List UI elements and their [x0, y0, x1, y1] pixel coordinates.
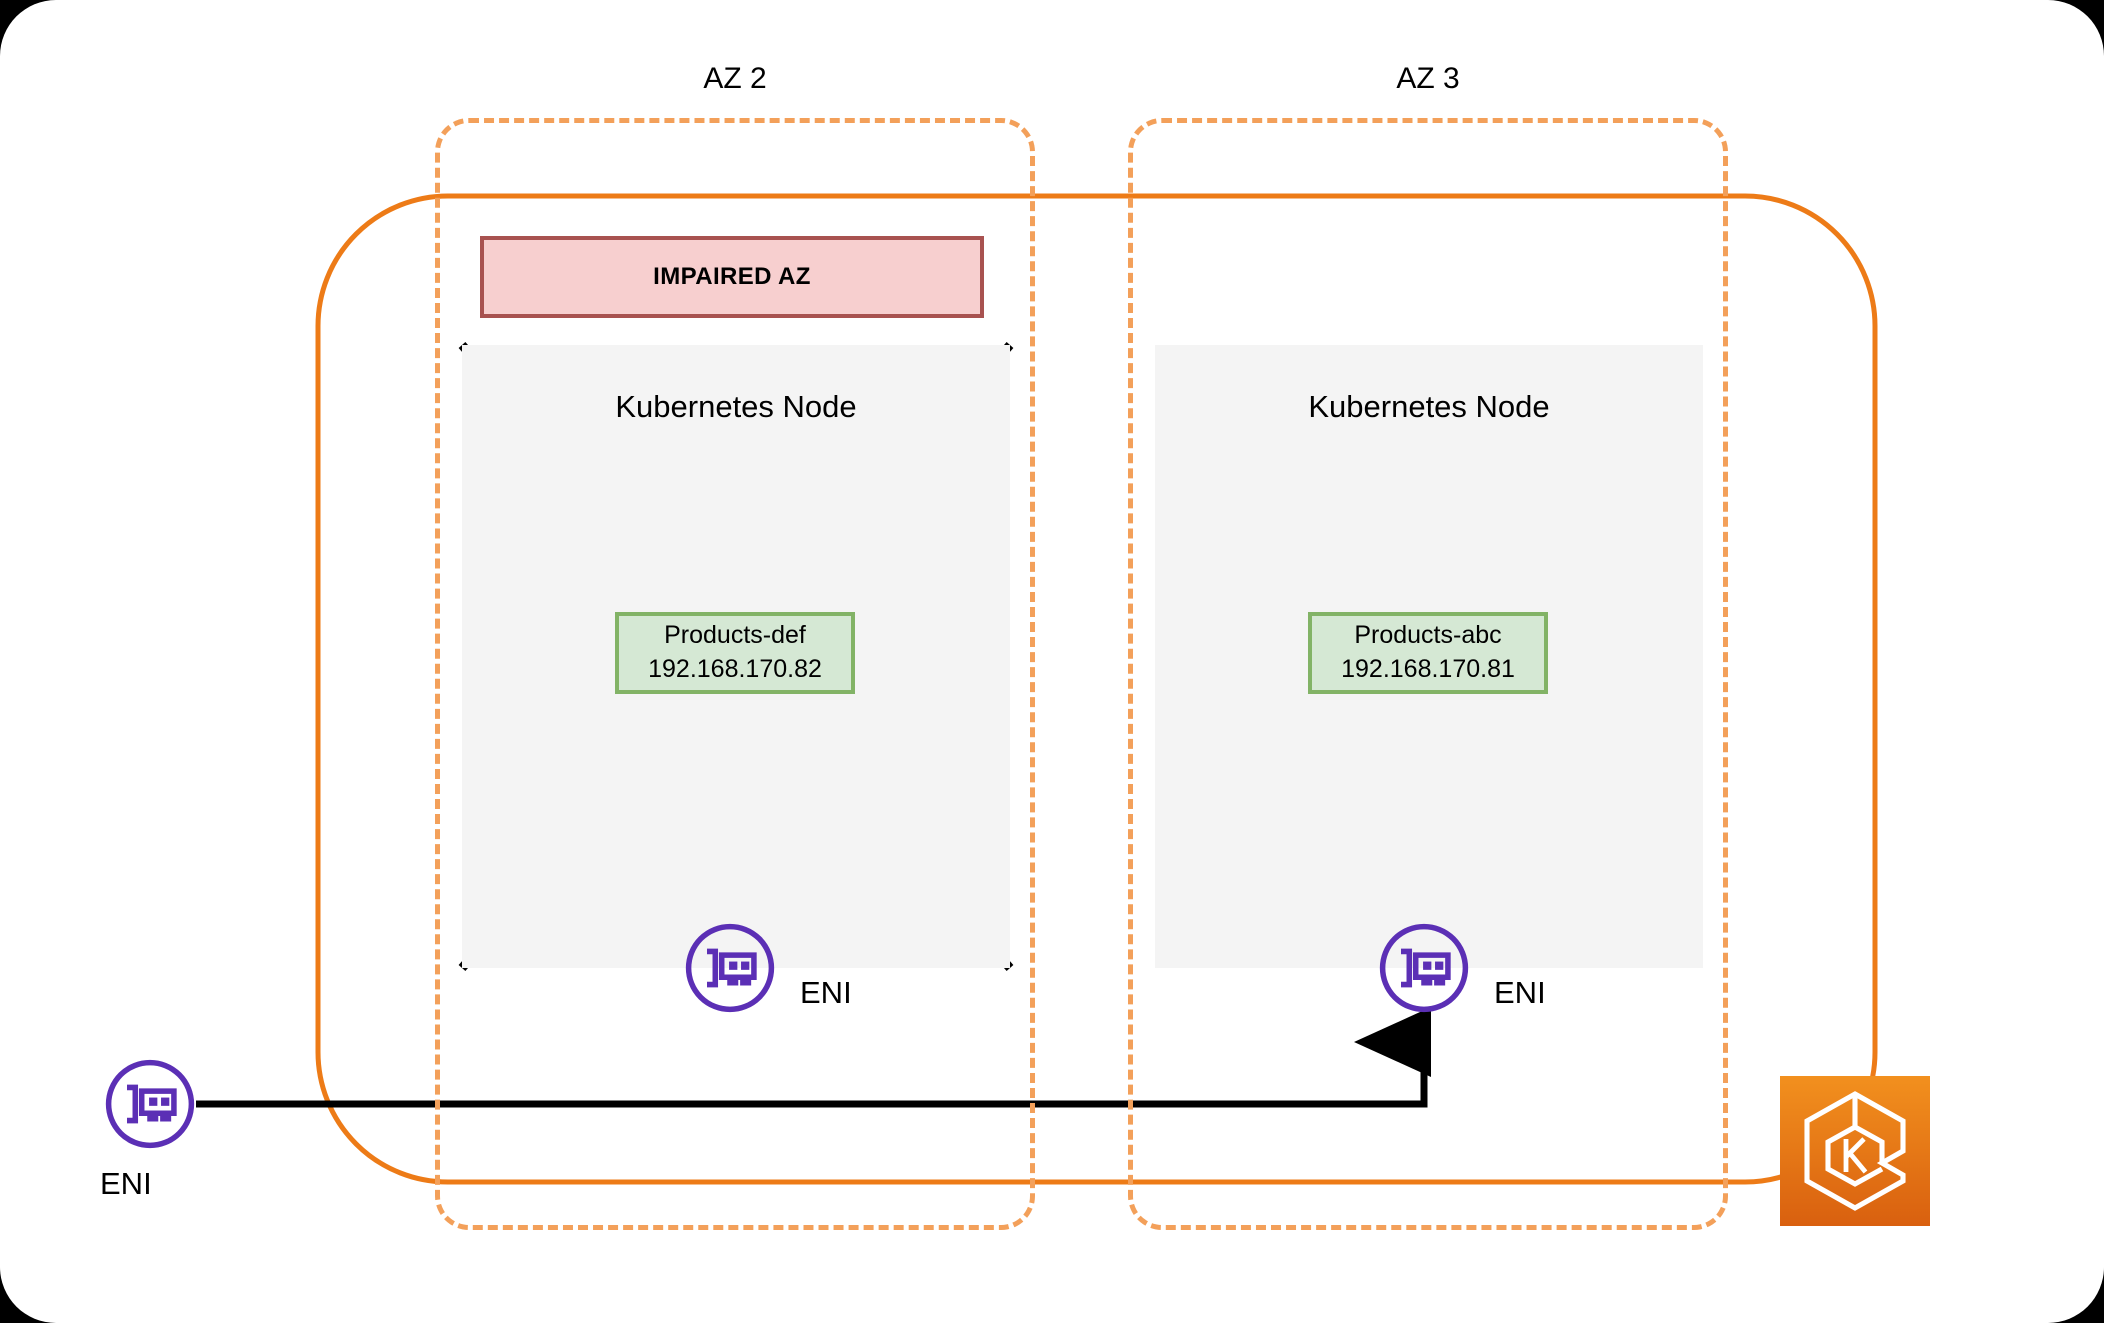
- impaired-az-banner: IMPAIRED AZ: [480, 236, 984, 318]
- kubernetes-node-az2-title: Kubernetes Node: [615, 389, 857, 424]
- network-interface-icon: [685, 923, 775, 1013]
- kubernetes-node-az3-title: Kubernetes Node: [1308, 389, 1550, 424]
- pod-products-def[interactable]: Products-def 192.168.170.82: [615, 612, 855, 694]
- pod-products-def-name: Products-def: [664, 621, 806, 650]
- pod-products-def-ip: 192.168.170.82: [648, 655, 822, 683]
- eni-az3[interactable]: [1378, 922, 1470, 1014]
- impaired-az-label: IMPAIRED AZ: [653, 263, 811, 290]
- az-label-az2: AZ 2: [703, 62, 767, 95]
- az-zone-az3: [1128, 118, 1728, 1230]
- eni-az2[interactable]: [684, 922, 776, 1014]
- az-zone-az2: [435, 118, 1035, 1230]
- pod-products-abc-ip: 192.168.170.81: [1341, 655, 1515, 683]
- az-label-az3: AZ 3: [1396, 62, 1460, 95]
- pod-products-abc-name: Products-abc: [1354, 621, 1502, 650]
- eni-external[interactable]: [104, 1058, 196, 1150]
- eni-az3-label: ENI: [1494, 975, 1546, 1010]
- eni-az2-label: ENI: [800, 975, 852, 1010]
- eni-external-label: ENI: [100, 1166, 152, 1201]
- network-interface-icon: [1379, 923, 1469, 1013]
- amazon-eks-icon[interactable]: [1780, 1076, 1930, 1226]
- pod-products-abc[interactable]: Products-abc 192.168.170.81: [1308, 612, 1548, 694]
- network-interface-icon: [105, 1059, 195, 1149]
- eks-hexagon-glyph: [1804, 1091, 1906, 1211]
